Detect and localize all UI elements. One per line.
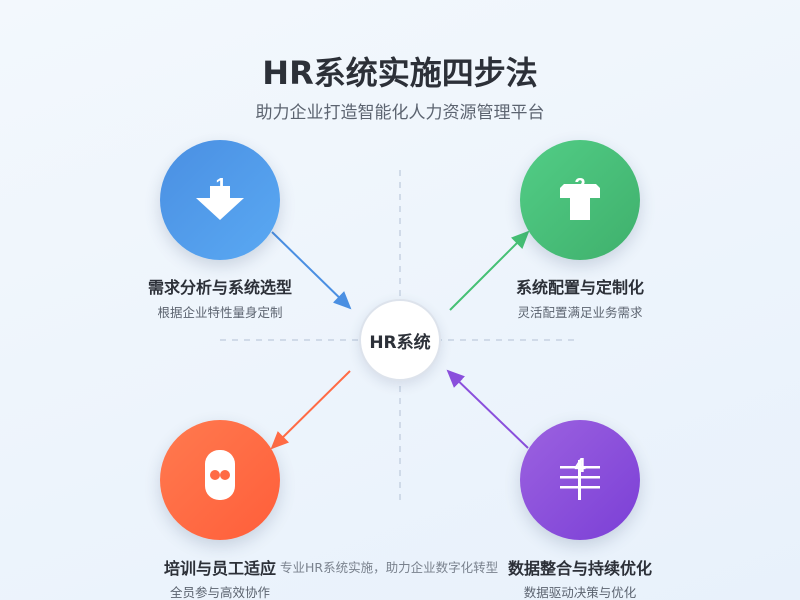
step1-circle: 1 <box>160 140 280 260</box>
step3-desc: 全员参与高效协作 <box>169 585 270 600</box>
tshirt-icon: 2 <box>560 175 600 220</box>
step4-circle: 4 <box>520 420 640 540</box>
arrow-center-to-step3 <box>270 370 351 450</box>
step1-title: 需求分析与系统选型 <box>147 278 292 297</box>
step4-title: 数据整合与持续优化 <box>507 559 652 578</box>
arrow-step4-to-center <box>446 369 529 449</box>
step3-title: 培训与员工适应 <box>163 559 276 578</box>
download-arrow-icon: 1 <box>196 175 244 220</box>
arrow-step1-to-center <box>271 231 352 310</box>
footer-text: 专业HR系统实施，助力企业数字化转型 <box>280 560 499 575</box>
step1-desc: 根据企业特性量身定制 <box>157 305 283 320</box>
step2-desc: 灵活配置满足业务需求 <box>517 305 643 320</box>
page-subtitle: 助力企业打造智能化人力资源管理平台 <box>255 103 545 123</box>
data-integration-icon: 4 <box>560 455 600 500</box>
arrow-center-to-step2 <box>449 230 530 311</box>
center-hub: HR系统 <box>359 299 441 381</box>
step4-desc: 数据驱动决策与优化 <box>523 585 637 600</box>
page-title: HR系统实施四步法 <box>262 54 538 92</box>
people-icon: 3 <box>205 450 235 500</box>
step3-circle: 3 <box>160 420 280 540</box>
step2-circle: 2 <box>520 140 640 260</box>
step2-title: 系统配置与定制化 <box>515 278 644 297</box>
